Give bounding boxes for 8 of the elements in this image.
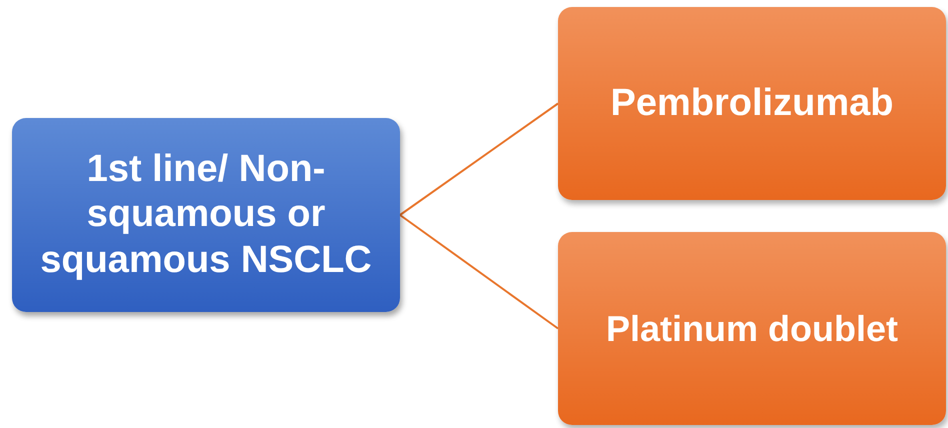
node-label: Platinum doublet bbox=[606, 306, 898, 350]
connector-line bbox=[399, 102, 559, 216]
process-box bbox=[558, 232, 946, 425]
process-box bbox=[558, 7, 946, 200]
node-label: 1st line/ Non-squamous or squamous NSCLC bbox=[39, 146, 373, 283]
process-box bbox=[12, 118, 400, 312]
connector-line bbox=[399, 214, 559, 330]
node-label: Pembrolizumab bbox=[610, 80, 894, 126]
